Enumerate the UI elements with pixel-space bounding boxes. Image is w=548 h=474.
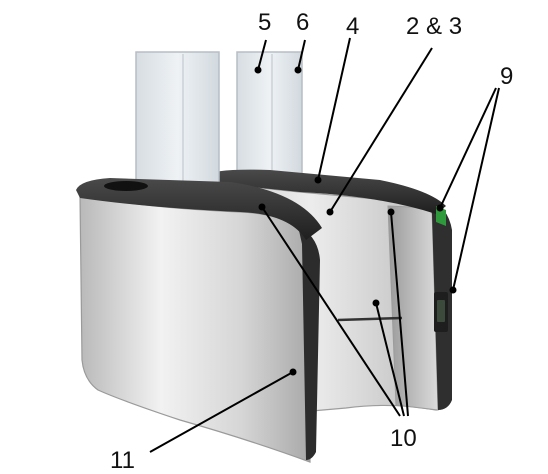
callout-label-9: 9: [500, 63, 513, 90]
front-cabinet: [76, 51, 322, 463]
callout-label-4: 4: [346, 13, 359, 40]
front-cabinet-endcap: [298, 226, 320, 460]
callout-label-5: 5: [258, 9, 271, 36]
callout-label-10: 10: [390, 425, 417, 452]
front-top-cover: [76, 178, 322, 240]
front-cabinet-body: [79, 195, 311, 463]
callout-labels: 5 6 4 2 & 3 9 10 11: [110, 9, 513, 474]
callout-label-11: 11: [110, 447, 135, 474]
rear-top-cover: [203, 169, 446, 214]
callout-label-6: 6: [296, 9, 309, 36]
leader-lines: [149, 37, 500, 453]
callout-label-2-and-3: 2 & 3: [406, 13, 462, 40]
